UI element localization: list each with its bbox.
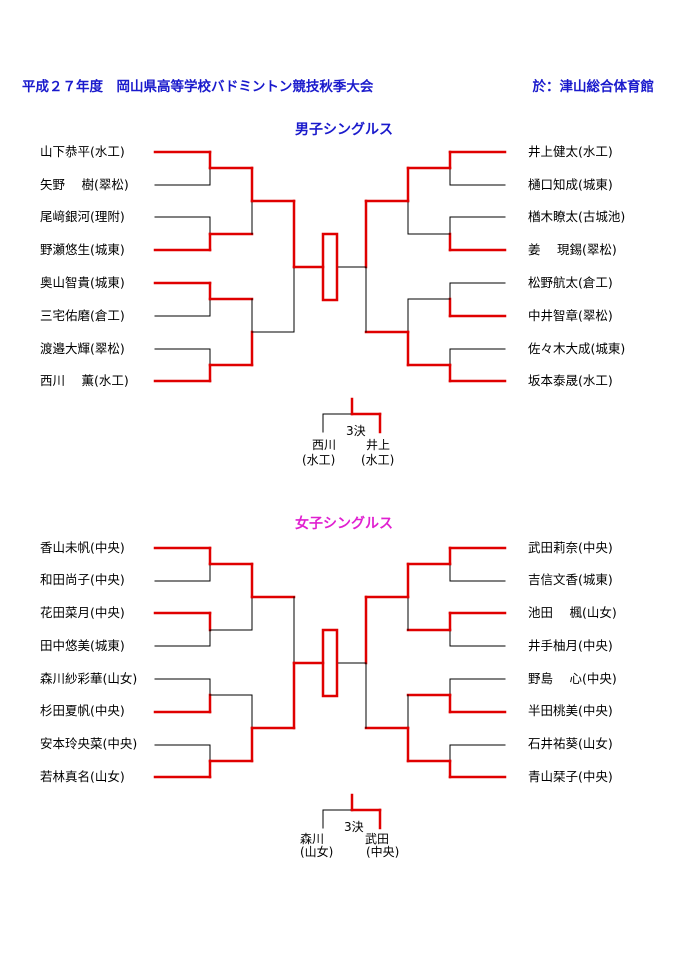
player-name: 樋口知成(城東) <box>528 177 613 192</box>
final-box <box>321 628 339 698</box>
men-third-right-school: (水工) <box>361 453 395 467</box>
player-name: 楢木瞭太(古城池) <box>528 209 626 224</box>
player-name: 若林真名(山女) <box>40 769 125 784</box>
player-name: 花田菜月(中央) <box>40 605 125 620</box>
men-third-right-name: 井上 <box>366 438 391 452</box>
player-name: 井上健太(水工) <box>528 144 613 159</box>
player-name: 半田桃美(中央) <box>528 703 613 718</box>
player-name: 矢野 樹(翠松) <box>40 177 129 192</box>
player-name: 渡邉大輝(翠松) <box>40 341 125 356</box>
player-name: 池田 楓(山女) <box>528 605 617 620</box>
player-name: 姜 現錫(翠松) <box>528 242 617 257</box>
men-singles-title: 男子シングルス <box>295 122 393 138</box>
men-third-left-name: 西川 <box>312 438 337 452</box>
women-third-left-name: 森川 <box>300 832 325 846</box>
player-name: 杉田夏帆(中央) <box>40 703 125 718</box>
player-name: 野島 心(中央) <box>528 671 617 686</box>
tournament-title: 平成２７年度 岡山県高等学校バドミントン競技秋季大会 <box>22 79 374 95</box>
player-name: 中井智章(翠松) <box>528 308 613 323</box>
player-name: 坂本泰晟(水工) <box>528 373 613 388</box>
player-name: 井手柚月(中央) <box>528 638 613 653</box>
women-third-place-label: 3決 <box>344 820 364 834</box>
player-name: 香山未帆(中央) <box>40 540 125 555</box>
venue-label: 於：津山総合体育館 <box>532 79 655 95</box>
player-name: 西川 薫(水工) <box>40 373 129 388</box>
women-third-left-school: (山女) <box>300 845 334 859</box>
player-name: 山下恭平(水工) <box>40 144 125 159</box>
player-name: 安本玲央菜(中央) <box>40 736 138 751</box>
women-third-right-school: (中央) <box>366 845 400 859</box>
final-box <box>321 232 339 302</box>
player-name: 奥山智貴(城東) <box>40 275 125 290</box>
player-name: 野瀬悠生(城東) <box>40 242 125 257</box>
player-name: 松野航太(倉工) <box>528 275 613 290</box>
men-bracket <box>153 150 507 434</box>
player-name: 石井祐葵(山女) <box>528 736 613 751</box>
player-name: 佐々木大成(城東) <box>528 341 626 356</box>
player-name: 田中悠美(城東) <box>40 638 125 653</box>
player-name: 森川紗彩華(山女) <box>40 671 138 686</box>
women-bracket <box>153 546 507 830</box>
player-name: 和田尚子(中央) <box>40 572 125 587</box>
player-name: 吉信文香(城東) <box>528 572 613 587</box>
player-name: 尾﨑銀河(理附) <box>40 209 125 224</box>
women-singles-title: 女子シングルス <box>295 516 393 532</box>
men-third-left-school: (水工) <box>302 453 336 467</box>
player-name: 武田莉奈(中央) <box>528 540 613 555</box>
player-name: 青山栞子(中央) <box>528 769 613 784</box>
player-name: 三宅佑磨(倉工) <box>40 308 125 323</box>
women-third-right-name: 武田 <box>365 832 390 846</box>
men-third-place-label: 3決 <box>346 424 366 438</box>
